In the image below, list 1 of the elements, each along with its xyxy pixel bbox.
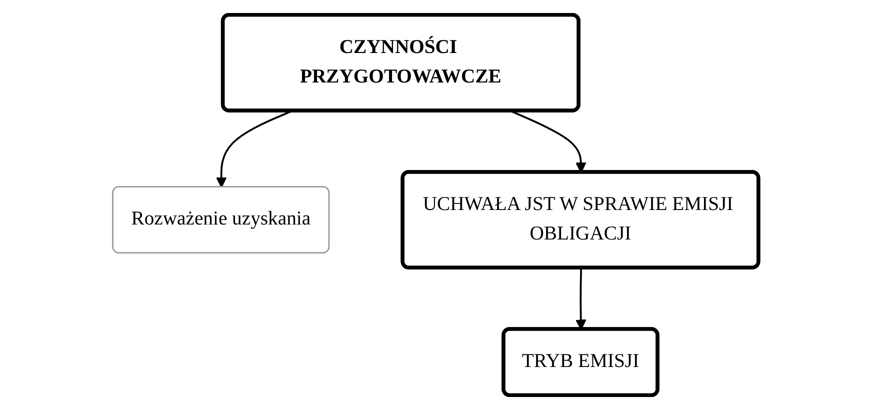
arrow	[216, 110, 292, 188]
